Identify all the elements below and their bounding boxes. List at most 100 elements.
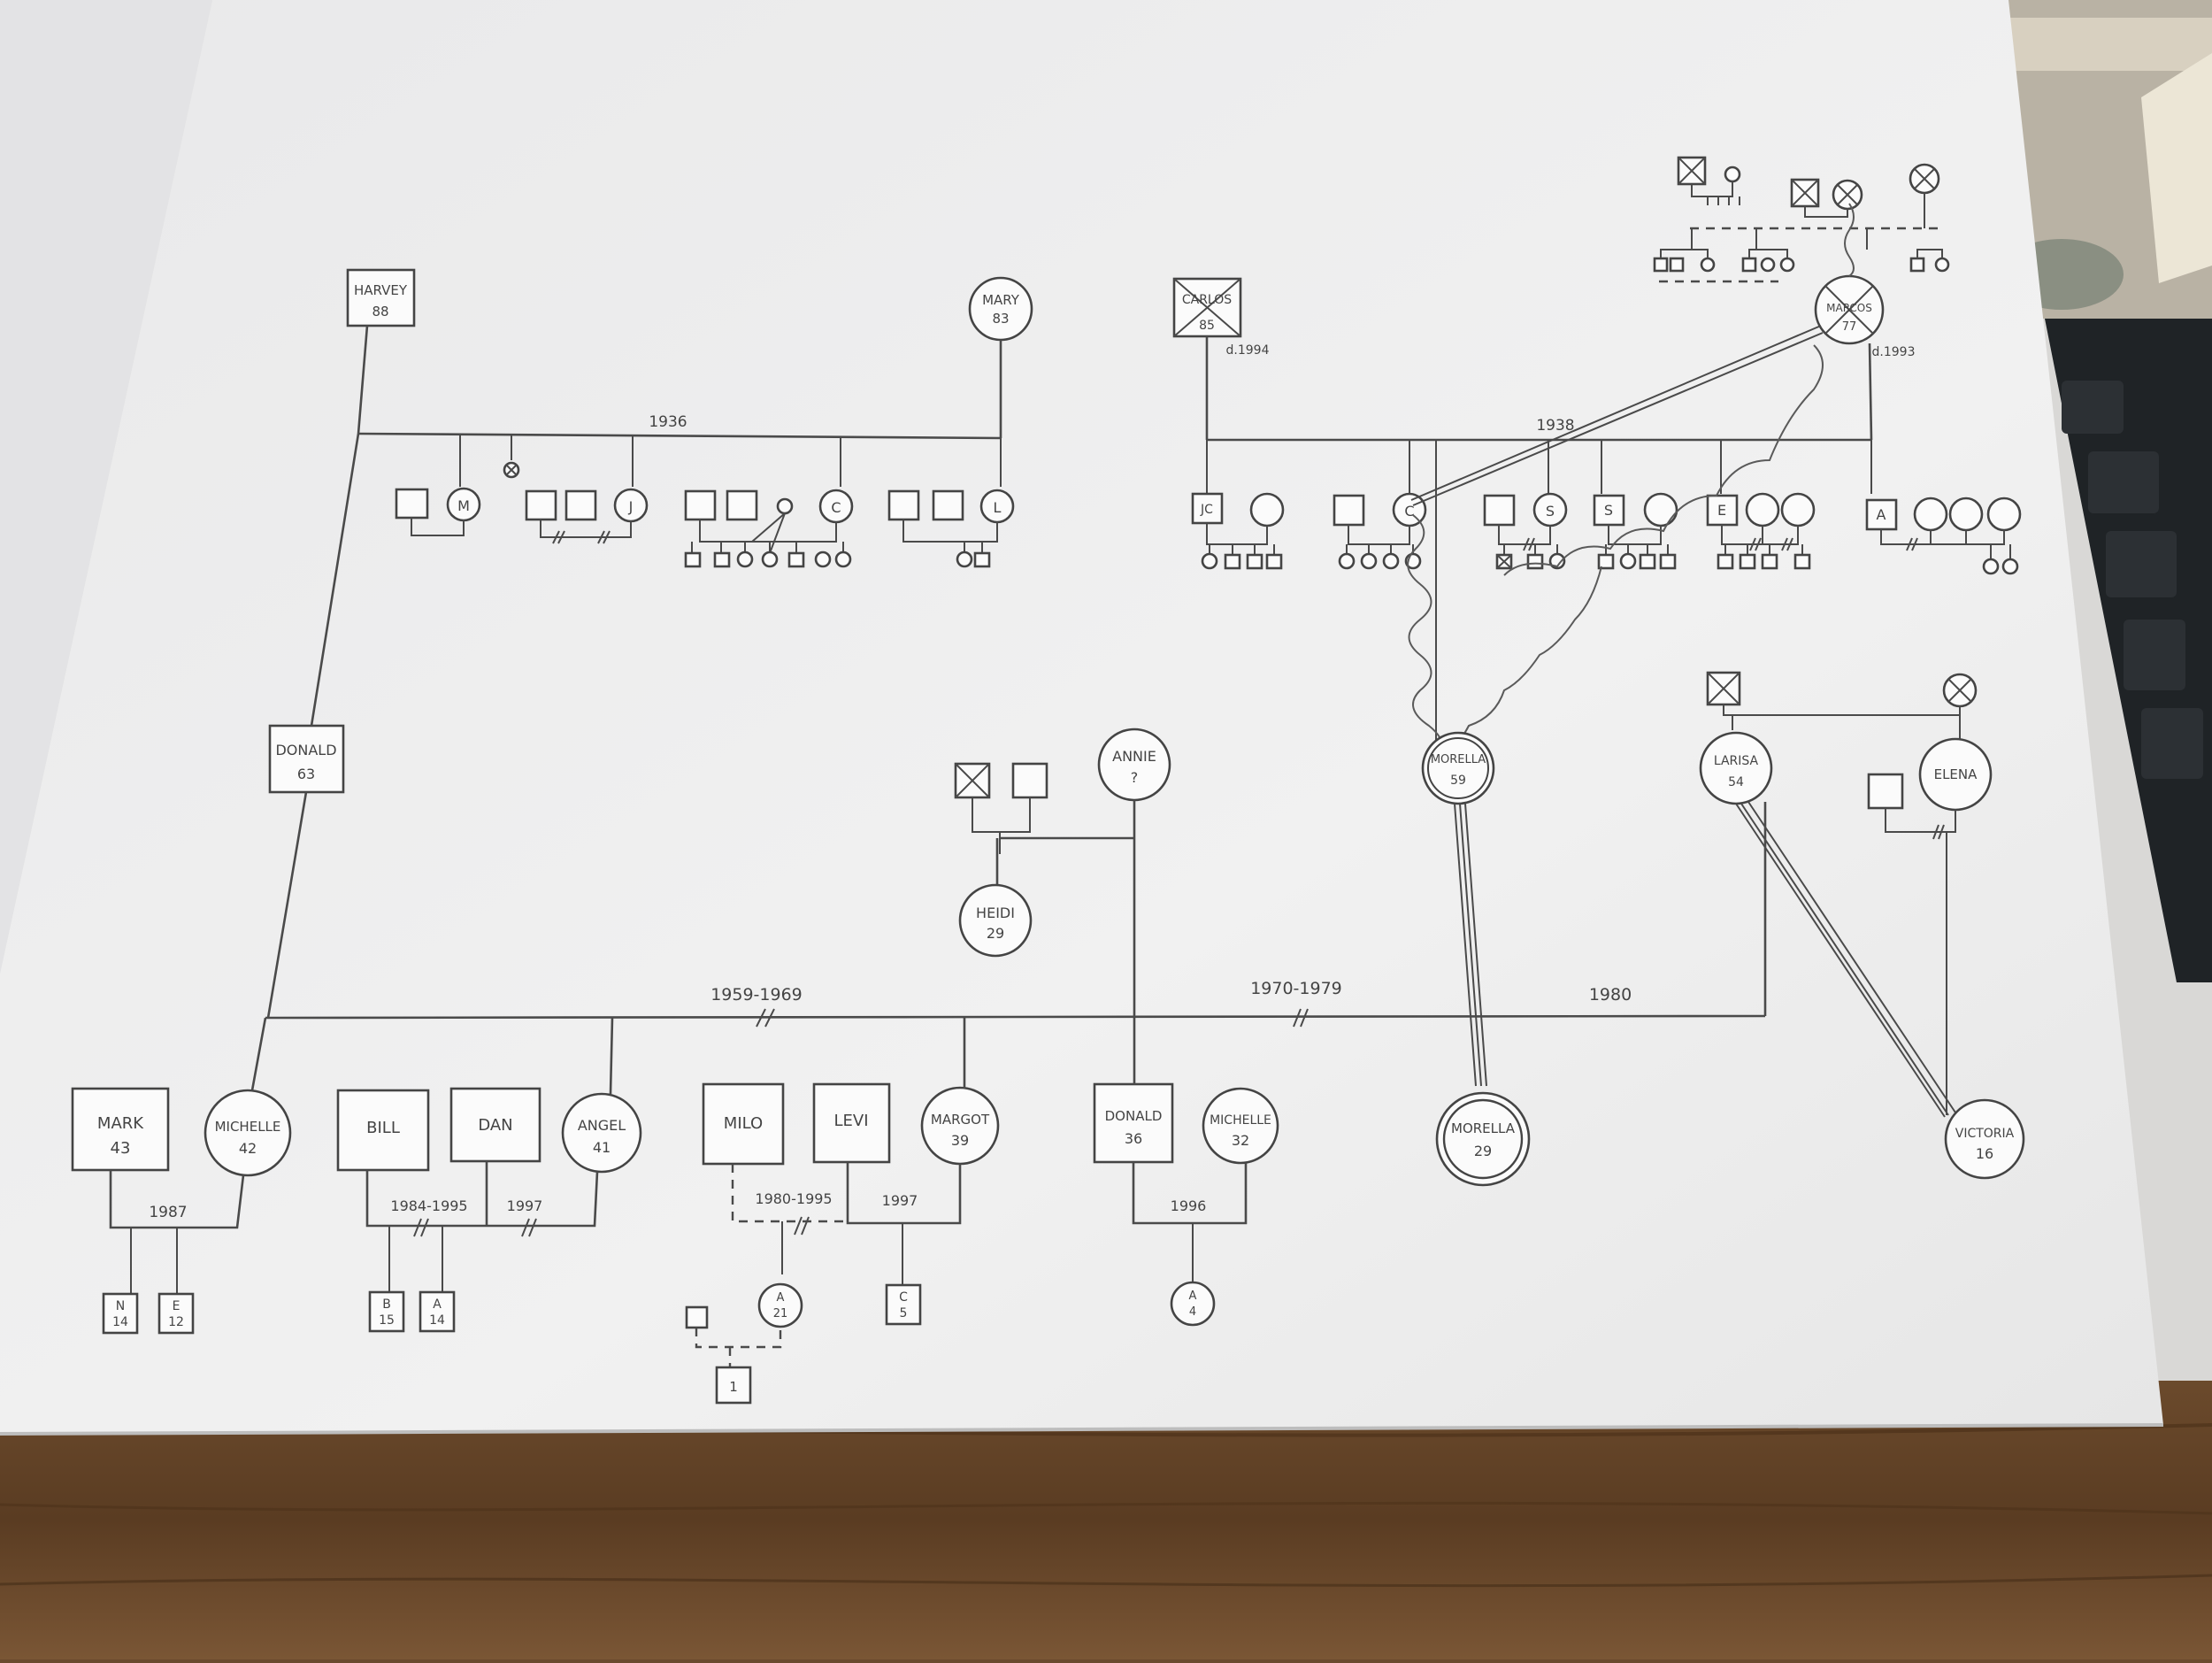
grandchild-label: 1: [729, 1379, 738, 1395]
sibling-a-node: [1865, 498, 1898, 531]
child-a21-initial: A: [777, 1291, 785, 1305]
mark-michelle-date: 1987: [149, 1204, 187, 1221]
heidi-name: HEIDI: [976, 905, 1015, 921]
child-a4-node: [1170, 1281, 1216, 1327]
morella-mother-node: [1421, 731, 1495, 805]
donald-michelle-date: 1959-1969: [710, 985, 803, 1005]
carlos-marcos-date: 1938: [1536, 417, 1574, 435]
larisa-name: LARISA: [1714, 754, 1759, 768]
child-c5-age: 5: [900, 1306, 908, 1320]
victoria-node: [1944, 1098, 2025, 1180]
sibling-e-label: E: [1717, 502, 1726, 519]
marcos-death: d.1993: [1872, 345, 1916, 359]
michelle-32-name: MICHELLE: [1210, 1113, 1271, 1128]
angel-name: ANGEL: [578, 1117, 626, 1134]
harvey-mary-date: 1936: [649, 413, 687, 431]
donald-larisa-date: 1980: [1589, 985, 1632, 1005]
sibling-s1-label: S: [1546, 503, 1555, 520]
marcos-age: 77: [1842, 320, 1857, 334]
sibling-c-label: C: [831, 499, 841, 516]
harvey-age: 88: [372, 304, 388, 320]
genogram-diagram: HARVEY 88 MARY 83 1936 M: [71, 156, 2025, 1405]
mary-age: 83: [992, 311, 1009, 327]
dan-angel-date: 1997: [507, 1197, 543, 1214]
angel-age: 41: [593, 1139, 611, 1156]
elena-name: ELENA: [1934, 766, 1978, 782]
harvey-mary-family: HARVEY 88 MARY 83 1936 M: [346, 268, 1033, 568]
angel-node: [561, 1092, 642, 1174]
grandchild-node: [715, 1366, 752, 1405]
morella-daughter-node: [1435, 1091, 1531, 1187]
michelle-32-age: 32: [1232, 1132, 1249, 1149]
carlos-death: d.1994: [1226, 343, 1270, 358]
child-a21-node: [757, 1282, 803, 1328]
larisa-age: 54: [1728, 775, 1744, 789]
carlos-name: CARLOS: [1182, 293, 1232, 307]
window-clutter: [2000, 0, 2212, 319]
child-n-age: 14: [112, 1315, 128, 1329]
margot-name: MARGOT: [931, 1112, 990, 1128]
morella-daughter-name: MORELLA: [1451, 1120, 1516, 1136]
child-b-age: 15: [379, 1313, 395, 1328]
donald-annie-date: 1970-1979: [1250, 979, 1342, 998]
michelle-42-name: MICHELLE: [215, 1119, 281, 1135]
carlos-age: 85: [1199, 319, 1215, 333]
mark-node: [71, 1087, 170, 1172]
dan-name: DAN: [478, 1116, 512, 1135]
marcos-name: MARCOS: [1826, 302, 1872, 314]
paper-sheet: [0, 0, 2164, 1436]
milo-angel-date: 1980-1995: [755, 1190, 832, 1207]
child-a14-node: [419, 1290, 456, 1333]
milo-name: MILO: [724, 1114, 763, 1133]
child-a4-age: 4: [1189, 1305, 1196, 1319]
child-a4-initial: A: [1189, 1290, 1197, 1303]
dan-node: [449, 1087, 541, 1163]
child-n-initial: N: [116, 1299, 125, 1313]
child-e-initial: E: [173, 1299, 180, 1313]
donald-sr-age: 63: [297, 766, 315, 782]
bill-node: [336, 1089, 430, 1172]
annie-age: ?: [1131, 769, 1139, 786]
morella-mother-name: MORELLA: [1431, 753, 1486, 766]
child-a14-initial: A: [433, 1297, 442, 1312]
annie-name: ANNIE: [1112, 748, 1156, 765]
victoria-name: VICTORIA: [1955, 1127, 2015, 1141]
levi-node: [812, 1082, 891, 1164]
sibling-jc-label: JC: [1200, 503, 1213, 517]
larisa-node: [1699, 731, 1773, 805]
sibling-m-label: M: [457, 497, 470, 514]
heidi-node: [958, 883, 1033, 958]
harvey-mary-marriage-line: [357, 432, 1002, 440]
donald-jr-name: DONALD: [1105, 1108, 1163, 1124]
generation-3: MARK 43 MICHELLE 42 1987 N 14 E 12 BILL …: [71, 801, 2025, 1405]
sibling-j-label: J: [628, 498, 634, 515]
annie-node: [1097, 728, 1171, 802]
morella-daughter-age: 29: [1474, 1143, 1492, 1159]
margot-age: 39: [951, 1132, 969, 1149]
victoria-age: 16: [1976, 1145, 1993, 1162]
sibling-l-label: L: [994, 499, 1002, 516]
child-n-node: [102, 1292, 139, 1335]
sibling-spouse-node: [395, 488, 429, 520]
keyboard: [2044, 292, 2212, 982]
child-a21-age: 21: [773, 1307, 788, 1320]
mary-node: [968, 276, 1033, 342]
harvey-node: [346, 268, 416, 327]
donald-marriage-line: [265, 1014, 1766, 1020]
child-c5-initial: C: [899, 1290, 908, 1305]
donald-michelle-jr-date: 1996: [1171, 1197, 1207, 1214]
harvey-name: HARVEY: [354, 282, 408, 298]
donald-jr-age: 36: [1125, 1130, 1142, 1147]
donald-sr-node: [268, 724, 345, 794]
sibling-s2-node: [1593, 494, 1625, 527]
sibling-a-label: A: [1877, 506, 1886, 523]
mark-age: 43: [111, 1139, 131, 1158]
sibling-c2-label: C: [1404, 503, 1414, 520]
milo-node: [702, 1082, 785, 1166]
bill-angel-date: 1984-1995: [390, 1197, 467, 1214]
levi-name: LEVI: [833, 1112, 868, 1130]
donald-sr-name: DONALD: [275, 742, 336, 758]
bill-name: BILL: [366, 1119, 400, 1137]
michelle-32-node: [1202, 1087, 1279, 1165]
